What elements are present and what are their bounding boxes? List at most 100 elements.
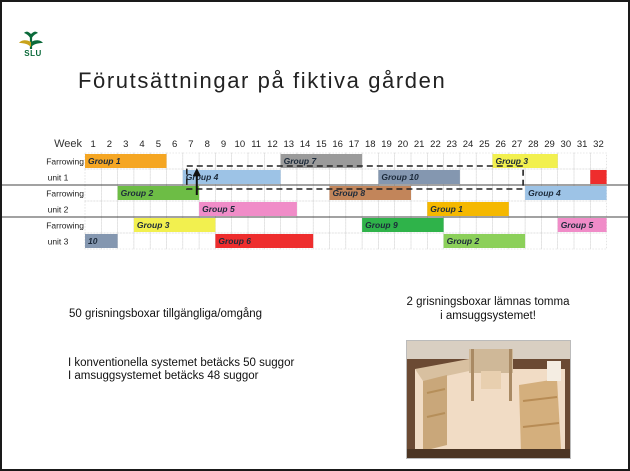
group-label: Group 4	[186, 172, 219, 182]
week-tick-label: 32	[593, 139, 604, 150]
week-tick-label: 27	[512, 139, 523, 150]
sow-suckling-system-text: I amsuggsystemet betäcks 48 suggor	[68, 370, 259, 382]
grid-cell	[394, 200, 412, 218]
week-tick-label: 7	[188, 139, 193, 150]
grid-cell	[101, 184, 118, 202]
grid-cell	[475, 168, 493, 186]
grid-cell	[345, 168, 363, 186]
group-label: Group 3	[137, 220, 170, 230]
week-tick-label: 3	[123, 139, 128, 150]
grid-cell	[198, 152, 216, 170]
grid-cell	[133, 168, 151, 186]
grid-cell	[101, 232, 118, 250]
grid-cell	[182, 152, 200, 170]
grid-cell	[426, 232, 444, 250]
grid-cell	[361, 152, 379, 170]
group-label: Group 6	[218, 236, 251, 246]
grid-cell	[345, 216, 363, 234]
grid-cell	[443, 184, 461, 202]
grid-cell	[296, 184, 314, 202]
group-bar	[280, 154, 363, 168]
grid-cell	[443, 152, 461, 170]
grid-cell	[198, 216, 216, 234]
group-bar	[557, 218, 607, 232]
slide-title: Förutsättningar på fiktiva gården	[78, 68, 447, 93]
grid-cell	[280, 184, 298, 202]
row-label: unit 2	[48, 205, 69, 215]
grid-cell	[312, 216, 330, 234]
grid-cell	[524, 216, 542, 234]
grid-cell	[329, 232, 347, 250]
week-tick-label: 18	[365, 139, 376, 150]
group-label: Group 10	[381, 172, 419, 182]
grid-cell	[378, 232, 395, 250]
empty-boxes-line-2: i amsuggsystemet!	[440, 310, 536, 322]
grid-cell	[84, 184, 102, 202]
week-tick-label: 28	[528, 139, 539, 150]
grid-cell	[557, 232, 575, 250]
grid-cell	[263, 184, 281, 202]
week-label: Week	[54, 138, 82, 150]
grid-cell	[541, 216, 559, 234]
week-tick-label: 21	[414, 139, 425, 150]
week-tick-label: 30	[561, 139, 572, 150]
grid-cell	[345, 200, 363, 218]
grid-cell	[361, 232, 379, 250]
grid-cell	[133, 232, 151, 250]
week-tick-label: 17	[349, 139, 360, 150]
grid-cell	[263, 152, 281, 170]
group-label: Group 1	[88, 156, 121, 166]
grid-cell	[492, 216, 510, 234]
week-tick-label: 22	[430, 139, 441, 150]
week-tick-label: 9	[221, 139, 226, 150]
week-tick-label: 23	[446, 139, 457, 150]
grid-cell	[508, 200, 526, 218]
grid-cell	[394, 232, 412, 250]
group-label: Group 1	[430, 204, 463, 214]
grid-cell	[166, 200, 184, 218]
grid-cell	[459, 216, 477, 234]
grid-cell	[557, 200, 575, 218]
group-bar	[215, 234, 314, 248]
logo-text: SLU	[24, 49, 42, 58]
grid-cell	[149, 168, 167, 186]
grid-cell	[312, 232, 330, 250]
arrow-head-icon	[192, 168, 201, 176]
group-label: Group 2	[121, 188, 154, 198]
week-tick-label: 19	[381, 139, 392, 150]
group-bar	[427, 202, 509, 216]
grid-cell	[361, 168, 379, 186]
grid-cell	[231, 216, 249, 234]
week-tick-label: 15	[316, 139, 327, 150]
grid-cell	[524, 232, 542, 250]
group-bar	[443, 234, 526, 248]
grid-cell	[280, 168, 298, 186]
week-tick-label: 11	[251, 139, 261, 150]
grid-cell	[166, 152, 184, 170]
week-tick-label: 8	[205, 139, 210, 150]
group-label: Group 8	[333, 188, 366, 198]
grid-cell	[345, 232, 363, 250]
week-tick-label: 13	[283, 139, 294, 150]
farrowing-pen-photo	[406, 340, 571, 459]
grid-cell	[296, 216, 314, 234]
week-tick-label: 26	[495, 139, 506, 150]
grid-cell	[492, 184, 510, 202]
group-bar	[378, 170, 460, 184]
grid-cell	[426, 184, 444, 202]
week-tick-label: 24	[463, 139, 474, 150]
grid-cell	[426, 152, 444, 170]
group-bar	[590, 170, 607, 184]
grid-cell	[133, 200, 151, 218]
grid-cell	[198, 232, 216, 250]
group-label: Group 7	[284, 156, 318, 166]
grid-cell	[312, 168, 330, 186]
group-label: Group 5	[561, 220, 594, 230]
grid-cell	[557, 152, 575, 170]
week-tick-label: 29	[544, 139, 555, 150]
week-tick-label: 4	[139, 139, 144, 150]
week-tick-label: 10	[235, 139, 246, 150]
week-tick-label: 12	[267, 139, 278, 150]
grid-cell	[296, 200, 314, 218]
group-bar	[362, 218, 444, 232]
